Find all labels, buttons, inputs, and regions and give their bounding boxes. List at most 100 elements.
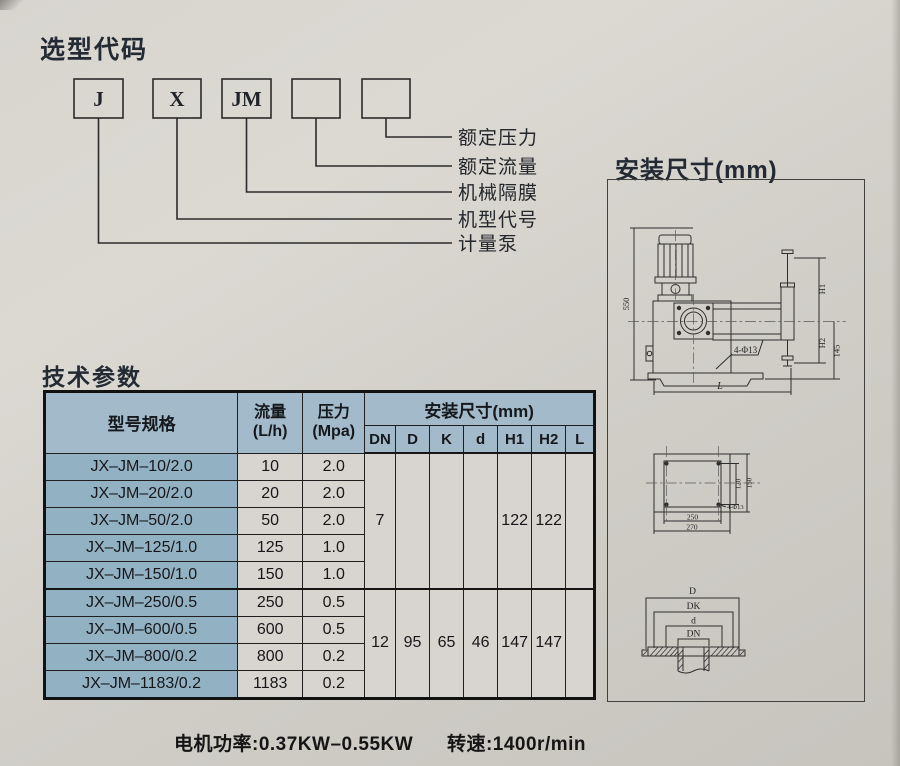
label-model-code: 机型代号 [458,209,538,231]
dim-dn: DN [687,630,701,640]
pressure-header-line1: 压力 [317,404,350,422]
merged-d-upper-cell: 95 [394,587,431,699]
col-header-pressure: 压力(Mpa) [302,391,366,454]
merged-dn-cell: 7 [364,452,396,589]
flow-cell: 250 [237,587,304,617]
table-row: JX–JM–800/0.2 800 0.2 [43,642,595,671]
dim-h1: H1 [817,284,827,294]
code-letter-3: JM [231,87,262,111]
dim-270: 270 [686,523,698,532]
pressure-cell: 2.0 [302,479,366,508]
flow-cell: 800 [237,642,304,671]
motor-speed-text: 转速:1400r/min [446,734,586,755]
pressure-cell: 0.5 [302,587,366,617]
table-row: JX–JM–125/1.0 125 1.0 [43,533,595,562]
table-row: JX–JM–20/2.0 20 2.0 [43,479,595,508]
col-header-h2: H2 [530,425,567,454]
flow-header-line2: (L/h) [252,422,288,440]
pressure-cell: 2.0 [302,506,366,535]
code-letter-2: X [169,87,184,111]
merged-d-upper-cell [394,452,431,589]
merged-h1-cell: 122 [497,452,532,589]
dim-150: 150 [746,477,754,488]
leader-line-rated-pressure [385,118,452,138]
model-cell: JX–JM–50/2.0 [43,506,239,535]
col-header-install-dims: 安装尺寸(mm) [364,391,595,426]
merged-l-cell [565,587,595,699]
col-header-h1: H1 [497,425,532,454]
base-plan-view [653,453,750,534]
merged-h2-cell: 122 [530,452,567,589]
model-cell: JX–JM–125/1.0 [43,533,239,562]
pressure-cell: 1.0 [302,533,366,562]
pump-side-view [630,227,840,395]
tech-params-table: 型号规格 流量(L/h) 压力(Mpa) 安装尺寸(mm) DN D K d H… [43,390,596,700]
dim-d-inner: d [691,617,696,627]
dim-d-outer: D [689,587,696,597]
merged-d-lower-cell [462,452,499,589]
label-metering-pump: 计量泵 [458,233,518,255]
table-row: JX–JM–1183/0.2 1183 0.2 [43,669,595,699]
leader-line-rated-flow [315,118,452,167]
valve-body [780,286,795,341]
dim-120: 120 [735,478,743,489]
pressure-cell: 0.2 [302,642,366,671]
centerlines [628,230,846,383]
flow-cell: 600 [237,615,304,644]
dim-dk: DK [687,602,701,612]
col-header-d-upper: D [394,425,431,454]
install-dims-panel: 550 H1 H2 145 L 4-Φ13 [607,179,865,702]
table-row: JX–JM–250/0.5 250 0.5 12 95 65 46 147 14… [43,587,595,699]
flow-cell: 20 [237,479,304,508]
table-row: JX–JM–10/2.0 10 2.0 7 122 122 [43,452,595,589]
flange-section-view [641,597,746,674]
table-row: JX–JM–600/0.5 600 0.5 [43,615,595,644]
model-cell: JX–JM–250/0.5 [43,587,239,617]
photo-corner-shadow [0,0,26,10]
motor-power-text: 电机功率:0.37KW–0.55KW [174,734,414,755]
table-row: JX–JM–150/1.0 150 1.0 [43,560,595,589]
merged-h2-cell: 147 [530,587,567,699]
selection-code-title: 选型代码 [40,36,149,64]
label-rated-pressure: 额定压力 [458,127,538,149]
model-cell: JX–JM–20/2.0 [43,479,239,508]
leader-line-diaphragm [245,118,452,193]
plan-centerlines [646,446,760,522]
dim-h2: H2 [817,338,827,348]
pressure-header-line2: (Mpa) [312,422,356,440]
dim-l: L [716,381,723,392]
dim-holes-side: 4-Φ13 [734,345,758,355]
merged-k-cell [429,452,464,589]
col-header-l: L [565,425,595,454]
col-header-dn: DN [364,425,396,454]
tech-params-title: 技术参数 [42,364,142,390]
selection-code-diagram: J X JM 额定压力 额定流量 机械隔膜 机型代号 计量泵 [73,78,538,255]
pressure-cell: 0.5 [302,615,366,644]
model-cell: JX–JM–10/2.0 [43,452,239,481]
dim-holes-plan: 4-Φ13 [727,504,744,511]
code-letter-1: J [93,87,104,111]
merged-l-cell [565,452,595,589]
flow-cell: 150 [237,560,304,589]
label-mechanical-diaphragm: 机械隔膜 [458,182,538,204]
dim-550: 550 [621,298,631,311]
pump-drawings: 550 H1 H2 145 L 4-Φ13 [621,227,846,674]
flow-header-line1: 流量 [254,404,287,422]
merged-h1-cell: 147 [497,587,532,699]
table-row: JX–JM–50/2.0 50 2.0 [43,506,595,535]
pressure-cell: 1.0 [302,560,366,589]
leader-line-model-code [176,118,452,220]
label-rated-flow: 额定流量 [458,156,538,178]
code-box-4 [291,78,341,119]
model-cell: JX–JM–600/0.5 [43,615,239,644]
merged-k-cell: 65 [429,587,464,699]
pressure-cell: 0.2 [302,669,366,699]
col-header-k: K [429,425,464,454]
flow-cell: 10 [237,452,304,481]
col-header-model: 型号规格 [43,391,239,454]
motor-spec-note: 电机功率:0.37KW–0.55KW 转速:1400r/min [60,729,700,756]
code-box-5 [361,78,411,119]
model-cell: JX–JM–800/0.2 [43,642,239,671]
merged-dn-cell: 12 [364,587,396,699]
